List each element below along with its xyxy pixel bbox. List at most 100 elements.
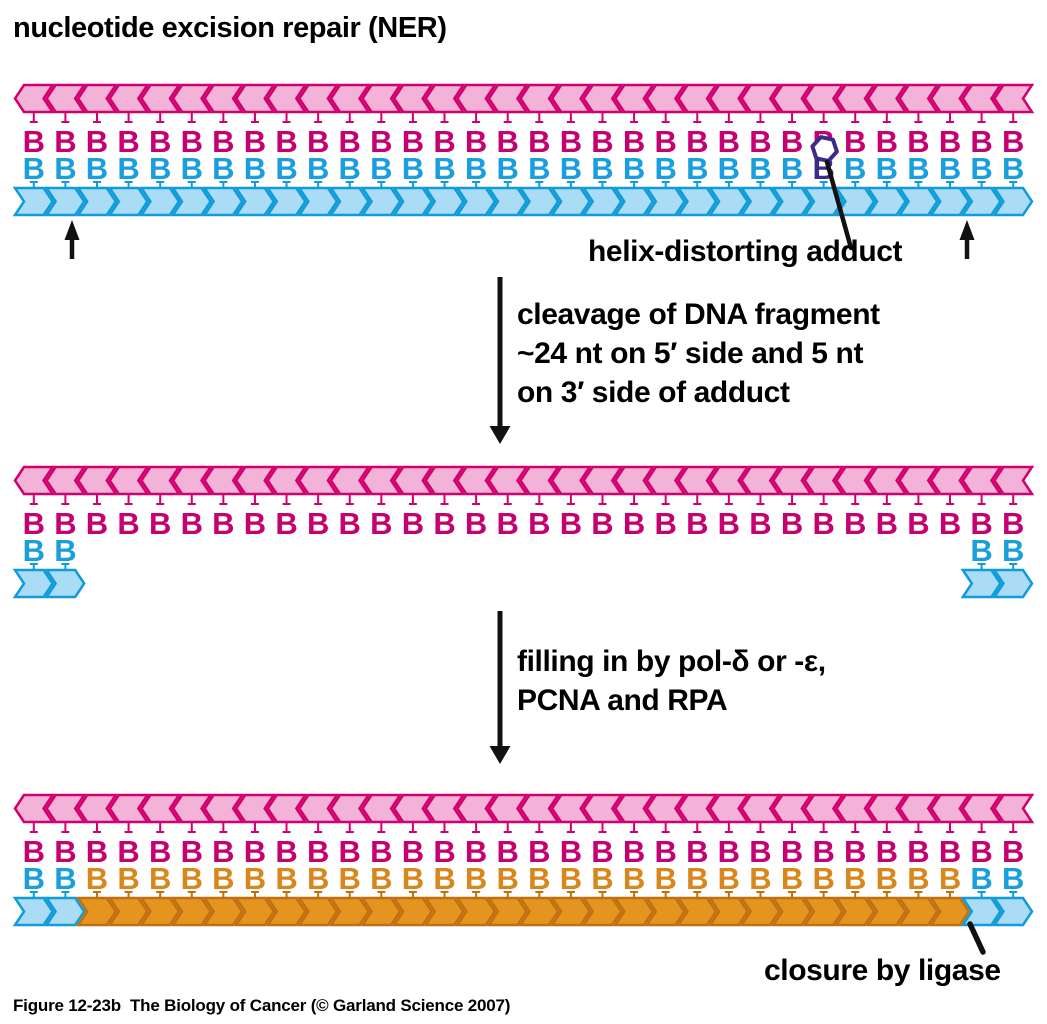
strand-segment xyxy=(929,465,972,496)
base-letter: B xyxy=(876,834,898,869)
base-letter: B xyxy=(876,506,898,541)
base-letter: B xyxy=(117,834,139,869)
strand-segment xyxy=(108,83,150,114)
strand-segment xyxy=(108,465,150,496)
ligase-pointer-line xyxy=(967,921,986,955)
base-letter: B xyxy=(307,861,329,896)
base-letter: B xyxy=(812,861,834,896)
strand-segment xyxy=(139,465,182,496)
strand-segment xyxy=(486,186,529,217)
base-letter: B xyxy=(339,861,361,896)
strand-segment xyxy=(834,896,876,927)
strand-segment xyxy=(866,83,908,114)
base-letter: B xyxy=(212,151,234,186)
base-letter: B xyxy=(939,834,961,869)
base-letter: B xyxy=(781,151,803,186)
strand-segment xyxy=(486,896,529,927)
base-letter: B xyxy=(86,124,108,159)
base-letter: B xyxy=(244,861,266,896)
base-letter: B xyxy=(939,506,961,541)
strand-segment xyxy=(550,465,593,496)
strand-segment xyxy=(234,465,277,496)
base-letter: B xyxy=(307,834,329,869)
strand-segment xyxy=(44,186,86,217)
strand-segment xyxy=(455,83,498,114)
strand-segment xyxy=(265,896,307,927)
strand-segment xyxy=(423,186,465,217)
adduct-label: helix-distorting adduct xyxy=(588,235,903,268)
strand-segment xyxy=(771,83,814,114)
strand-segment xyxy=(929,793,972,824)
strand-segment xyxy=(645,83,687,114)
strand-segment xyxy=(898,793,940,824)
base-letter: B xyxy=(433,151,455,186)
base-letter: B xyxy=(433,124,455,159)
base-letter: B xyxy=(23,151,45,186)
base-letter: B xyxy=(497,834,519,869)
base-letter: B xyxy=(560,151,582,186)
base-letter: B xyxy=(939,861,961,896)
strand-segment xyxy=(202,896,244,927)
base-letter: B xyxy=(54,506,76,541)
strand-segment xyxy=(770,896,813,927)
strand-segment xyxy=(171,465,213,496)
arrow-head xyxy=(64,220,80,240)
base-letter: B xyxy=(244,151,266,186)
base-letter: B xyxy=(939,151,961,186)
base-letter: B xyxy=(812,834,834,869)
strand-segment xyxy=(992,186,1034,217)
strand-segment xyxy=(676,793,719,824)
base-letter: B xyxy=(149,124,171,159)
strand-segment xyxy=(108,793,150,824)
strand-segment xyxy=(328,186,371,217)
base-letter: B xyxy=(117,124,139,159)
strand-segment xyxy=(45,83,87,114)
base-letter: B xyxy=(402,124,424,159)
adduct-pointer-line xyxy=(824,159,854,251)
base-letter: B xyxy=(907,151,929,186)
strand-segment xyxy=(645,793,687,824)
strand-segment xyxy=(266,465,308,496)
base-letter: B xyxy=(528,506,550,541)
base-letter: B xyxy=(465,124,487,159)
base-letter: B xyxy=(749,861,771,896)
base-letter: B xyxy=(370,861,392,896)
base-letter: B xyxy=(370,124,392,159)
cleavage-site-arrow-right xyxy=(959,220,975,259)
strand-segment xyxy=(45,465,87,496)
strand-segment xyxy=(961,83,1003,114)
step2-label: filling in by pol-δ or -ε, PCNA and RPA xyxy=(517,642,826,720)
base-letter: B xyxy=(686,151,708,186)
base-letter: B xyxy=(402,861,424,896)
base-letter: B xyxy=(1002,151,1024,186)
base-letter: B xyxy=(781,124,803,159)
base-letter: B xyxy=(275,506,297,541)
base-letter: B xyxy=(623,834,645,869)
base-letter: B xyxy=(307,124,329,159)
base-letter: B xyxy=(117,506,139,541)
strand-segment xyxy=(392,793,435,824)
strand-segment xyxy=(645,465,687,496)
strand-segment xyxy=(708,465,750,496)
base-letter: B xyxy=(970,533,992,568)
base-letter: B xyxy=(907,506,929,541)
base-letter: B xyxy=(149,861,171,896)
base-letter: B xyxy=(560,834,582,869)
strand-segment xyxy=(866,465,908,496)
base-letter: B xyxy=(939,124,961,159)
step1-line2: ~24 nt on 5′ side and 5 nt xyxy=(517,337,864,370)
strand-segment xyxy=(107,186,149,217)
strand-segment xyxy=(644,896,686,927)
cleavage-site-arrow-left xyxy=(64,220,80,259)
base-letter: B xyxy=(370,506,392,541)
base-letter: B xyxy=(749,506,771,541)
base-letter: B xyxy=(654,861,676,896)
strand-segment xyxy=(740,793,782,824)
base-letter: B xyxy=(560,124,582,159)
strand-segment xyxy=(961,793,1003,824)
base-letter: B xyxy=(623,861,645,896)
strand-segment xyxy=(203,793,245,824)
strand-segment xyxy=(834,793,877,824)
strand-segment xyxy=(866,793,908,824)
strand-segment xyxy=(549,896,592,927)
